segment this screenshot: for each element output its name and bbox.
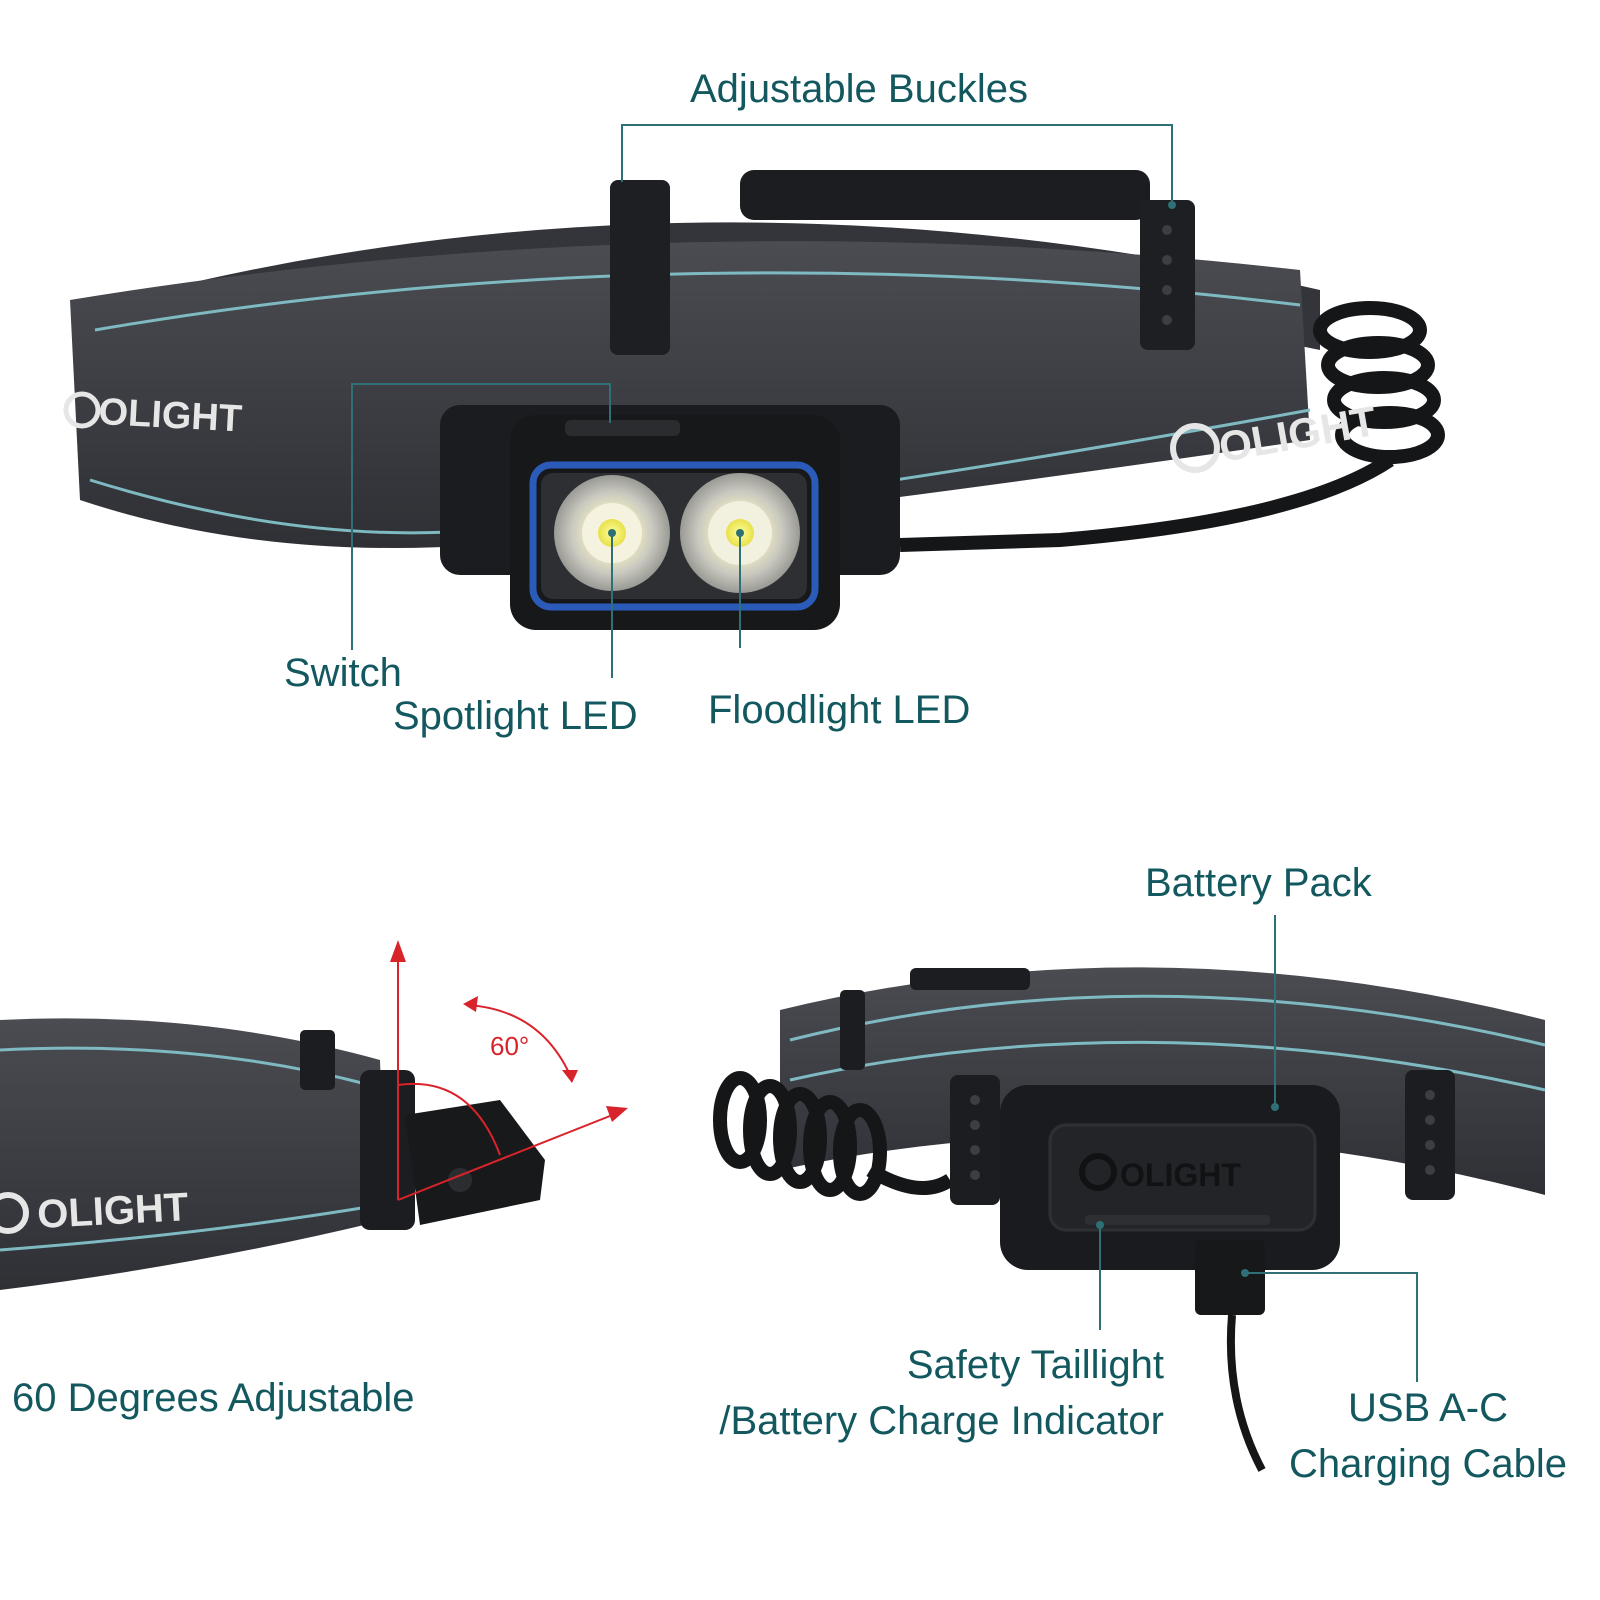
safety-taillight-line2: /Battery Charge Indicator bbox=[719, 1399, 1164, 1443]
lens-ring bbox=[529, 461, 819, 611]
svg-text:OLIGHT: OLIGHT bbox=[1120, 1157, 1241, 1193]
label-adjustable-buckles: Adjustable Buckles bbox=[690, 67, 1028, 111]
switch-button bbox=[565, 420, 680, 436]
label-switch: Switch bbox=[284, 651, 402, 695]
usb-line2: Charging Cable bbox=[1289, 1442, 1567, 1486]
label-battery-pack: Battery Pack bbox=[1145, 861, 1372, 905]
buckle-right bbox=[1140, 200, 1195, 350]
svg-text:OLIGHT: OLIGHT bbox=[98, 391, 244, 440]
label-floodlight-led: Floodlight LED bbox=[708, 688, 971, 732]
top-headlamp: OLIGHT OLIGHT bbox=[63, 170, 1445, 630]
svg-text:OLIGHT: OLIGHT bbox=[36, 1185, 189, 1237]
side-lamp-head bbox=[405, 1100, 545, 1225]
side-lamp-mount bbox=[360, 1070, 415, 1230]
angle-label: 60° bbox=[490, 1031, 529, 1061]
label-spotlight-led: Spotlight LED bbox=[393, 694, 638, 738]
label-safety-taillight: Safety Taillight /Battery Charge Indicat… bbox=[719, 1342, 1164, 1444]
headband-front bbox=[70, 241, 1310, 549]
coiled-cable bbox=[899, 301, 1445, 552]
side-headlamp: OLIGHT bbox=[0, 1018, 545, 1290]
label-usb-cable: USB A-C Charging Cable bbox=[1268, 1385, 1588, 1487]
olight-logo-left: OLIGHT bbox=[63, 391, 244, 441]
charging-cable bbox=[1226, 1314, 1266, 1472]
olight-logo-battery: OLIGHT bbox=[1079, 1153, 1241, 1193]
rear-battery-view: OLIGHT bbox=[713, 967, 1546, 1472]
safety-taillight-line1: Safety Taillight bbox=[906, 1343, 1164, 1387]
angle-indicator bbox=[397, 950, 621, 1201]
olight-logo-side: OLIGHT bbox=[0, 1185, 189, 1237]
buckle-left bbox=[610, 180, 670, 355]
usb-plug bbox=[1195, 1240, 1265, 1315]
rear-coiled-cable bbox=[713, 1071, 954, 1201]
usb-line1: USB A-C bbox=[1347, 1386, 1509, 1430]
label-sixty-degrees: 60 Degrees Adjustable bbox=[12, 1376, 415, 1420]
headband-side bbox=[0, 1018, 385, 1290]
taillight-indicator bbox=[1085, 1215, 1270, 1225]
battery-pack-top bbox=[740, 170, 1150, 220]
